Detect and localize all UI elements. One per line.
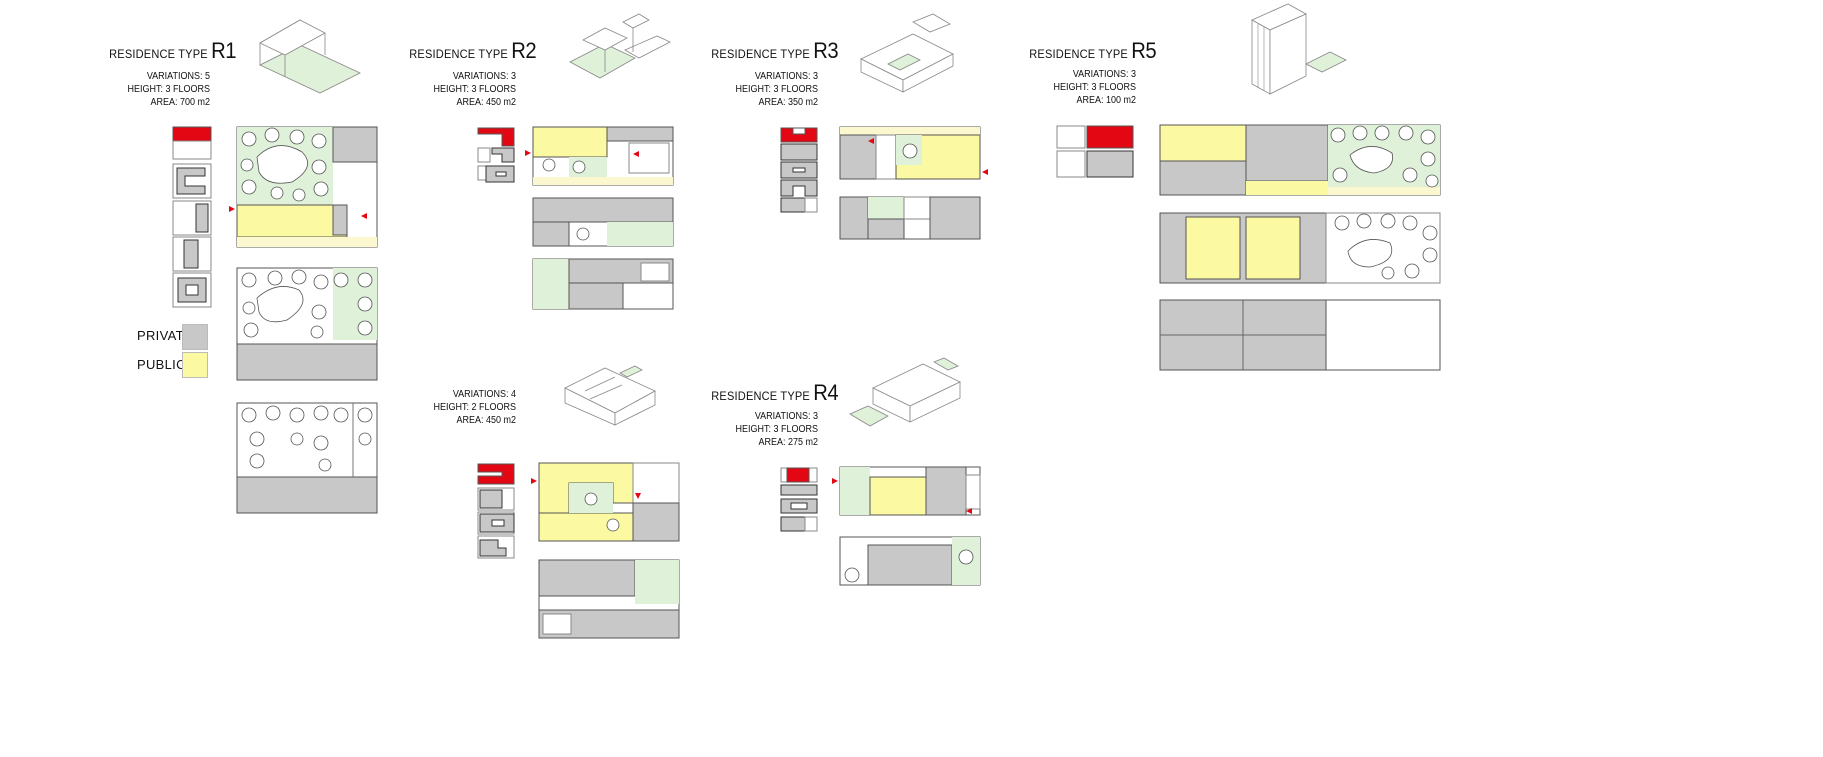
r3-height: HEIGHT: 3 FLOORS [735,84,818,95]
legend-private-swatch [182,324,208,350]
r1-area: AREA: 700 m2 [150,97,210,108]
r1-height: HEIGHT: 3 FLOORS [127,84,210,95]
r5-height: HEIGHT: 3 FLOORS [1053,82,1136,93]
r2-axonometric [569,13,671,79]
r3-info: VARIATIONS: 3 HEIGHT: 3 FLOORS AREA: 350… [728,70,818,109]
r5-axonometric [1251,3,1347,95]
r5-title: RESIDENCE TYPE R5 [1029,38,1156,64]
r1-info: VARIATIONS: 5 HEIGHT: 3 FLOORS AREA: 700… [120,70,210,109]
r2b-axonometric [564,365,656,426]
r2-height: HEIGHT: 3 FLOORS [433,84,516,95]
r5-area: AREA: 100 m2 [1076,95,1136,106]
r5-title-prefix: RESIDENCE TYPE [1029,47,1128,61]
r4-info: VARIATIONS: 3 HEIGHT: 3 FLOORS AREA: 275… [728,410,818,449]
r5-plan-first [1159,212,1441,284]
r4-title-prefix: RESIDENCE TYPE [711,389,810,403]
r2b-plan-first [538,559,680,639]
r1-plan-second [236,402,378,514]
r5-info: VARIATIONS: 3 HEIGHT: 3 FLOORS AREA: 100… [1046,68,1136,107]
r4-plan-ground [832,466,981,516]
r1-title: RESIDENCE TYPE R1 [109,38,236,64]
r2-info: VARIATIONS: 3 HEIGHT: 3 FLOORS AREA: 450… [426,70,516,109]
r3-area: AREA: 350 m2 [758,97,818,108]
r4-axonometric [849,357,961,427]
r5-massing-icons [1056,125,1134,178]
legend-private-label: PRIVATE [137,328,193,343]
r3-plan-first [839,196,981,240]
r3-axonometric [860,13,954,93]
r3-title: RESIDENCE TYPE R3 [711,38,838,64]
r4-plan-first [839,536,981,586]
r3-variations: VARIATIONS: 3 [754,71,818,82]
r4-title: RESIDENCE TYPE R4 [711,380,838,406]
r4-variations: VARIATIONS: 3 [754,411,818,422]
r4-height: HEIGHT: 3 FLOORS [735,424,818,435]
r2b-height: HEIGHT: 2 FLOORS [433,402,516,413]
legend-public-label: PUBLIC [137,357,186,372]
r1-axonometric [259,19,361,94]
r2b-area: AREA: 450 m2 [456,415,516,426]
r1-plan-ground [229,126,378,248]
r2b-massing-icons [477,463,515,559]
r1-title-prefix: RESIDENCE TYPE [109,47,208,61]
r5-plan-second [1159,299,1441,371]
r4-massing-icons [780,467,818,532]
r2b-plan-ground [531,462,680,542]
r2-title: RESIDENCE TYPE R2 [409,38,536,64]
r3-massing-icons [780,127,818,213]
r2-title-code: R2 [511,38,537,63]
r1-massing-icons [172,126,212,308]
r2-variations: VARIATIONS: 3 [452,71,516,82]
r2-plan-first [532,197,674,247]
r2-title-prefix: RESIDENCE TYPE [409,47,508,61]
r1-variations: VARIATIONS: 5 [146,71,210,82]
r5-title-code: R5 [1131,38,1157,63]
r4-area: AREA: 275 m2 [758,437,818,448]
r5-variations: VARIATIONS: 3 [1072,69,1136,80]
r3-title-code: R3 [813,38,839,63]
r1-title-code: R1 [211,38,237,63]
r2-plan-ground [525,126,674,186]
legend-public-swatch [182,352,208,378]
r3-title-prefix: RESIDENCE TYPE [711,47,810,61]
r5-plan-ground [1159,124,1441,196]
r3-plan-ground [839,126,988,180]
r2b-variations: VARIATIONS: 4 [452,389,516,400]
r2-massing-icons [477,127,515,183]
r4-title-code: R4 [813,380,839,405]
r2-area: AREA: 450 m2 [456,97,516,108]
r2-plan-second [532,258,674,310]
r2b-info: VARIATIONS: 4 HEIGHT: 2 FLOORS AREA: 450… [426,388,516,427]
r1-plan-first [236,267,378,381]
